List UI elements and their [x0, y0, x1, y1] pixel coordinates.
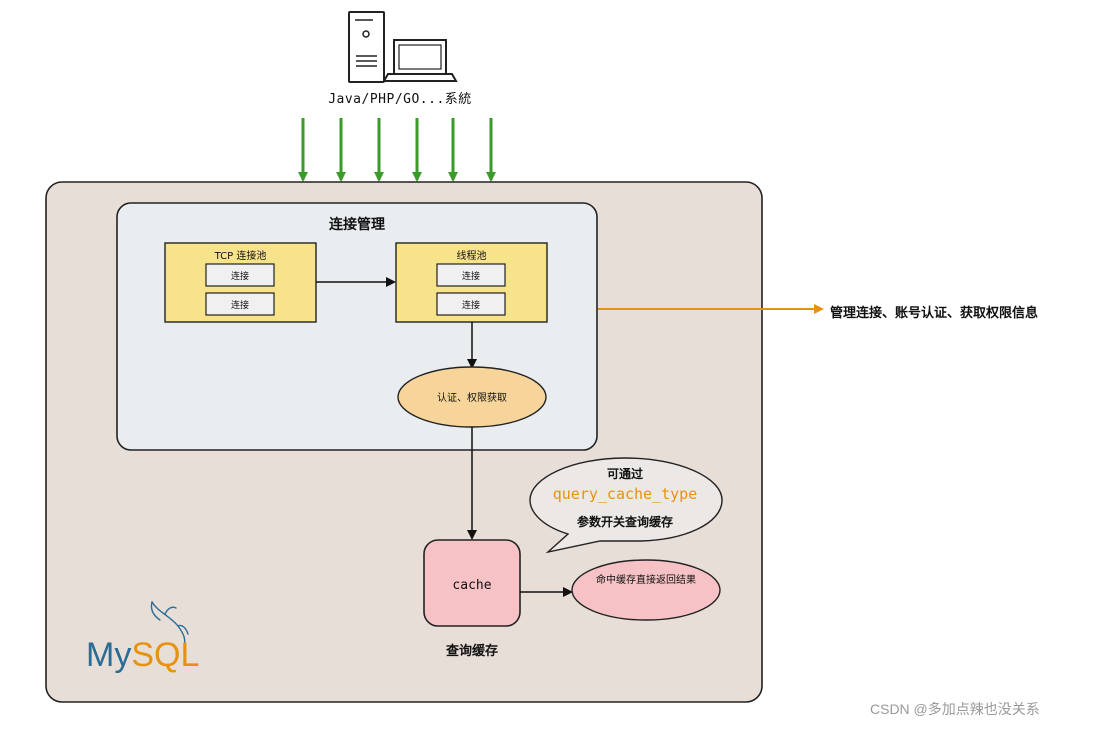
mysql-logo-sql: SQL	[131, 636, 200, 674]
cache-box	[423, 539, 521, 627]
connection-side-note: 管理连接、账号认证、获取权限信息	[830, 306, 1039, 321]
cache-label: cache	[452, 578, 492, 593]
server-tower-icon	[348, 11, 385, 83]
thread-slot-2	[436, 292, 506, 316]
tcp-pool-title: TCP 连接池	[214, 251, 267, 262]
dolphin-icon	[150, 601, 189, 647]
config-speech-bubble	[529, 457, 723, 554]
thread-slot-label: 连接	[461, 272, 480, 282]
cache-caption: 查询缓存	[445, 644, 498, 659]
tcp-slot-2	[205, 292, 275, 316]
bubble-text-line3: 参数开关查询缓存	[576, 515, 673, 529]
watermark: CSDN @多加点辣也没关系	[870, 701, 1040, 717]
auth-label: 认证、权限获取	[437, 393, 507, 404]
bubble-text-line1: 可通过	[606, 467, 643, 481]
client-requests-arrows	[298, 118, 496, 182]
cache-hit-ellipse	[571, 559, 721, 621]
tcp-slot-1	[205, 263, 275, 287]
mysql-logo: MySQL	[86, 636, 199, 675]
client-label: Java/PHP/GO...系統	[328, 92, 472, 107]
tcp-slot-label: 连接	[230, 301, 249, 311]
mysql-logo-my: My	[86, 636, 132, 674]
connection-management-title: 连接管理	[329, 217, 385, 233]
thread-pool-title: 线程池	[456, 251, 487, 262]
laptop-icon	[382, 39, 458, 82]
thread-slot-1	[436, 263, 506, 287]
bubble-param-name: query_cache_type	[552, 485, 698, 503]
thread-slot-label: 连接	[461, 301, 480, 311]
cache-hit-label: 命中缓存直接返回结果	[596, 575, 696, 586]
tcp-slot-label: 连接	[230, 272, 249, 282]
